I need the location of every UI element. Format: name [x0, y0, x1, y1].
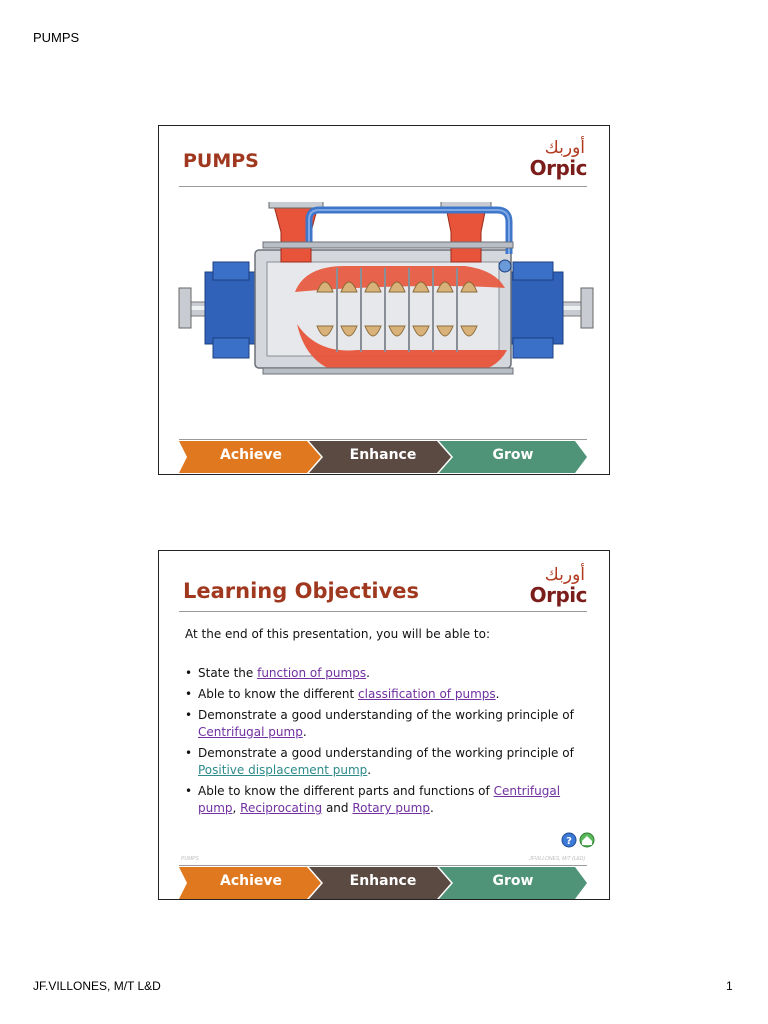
logo-arabic: أوربك: [544, 565, 585, 585]
objectives-list: State the function of pumps. Able to kno…: [181, 665, 581, 821]
arrow-divider: [179, 439, 587, 440]
logo-arabic: أوربك: [544, 138, 585, 158]
page-number: 1: [726, 979, 733, 993]
title-divider: [179, 186, 587, 187]
slide-pumps: PUMPS أوربك Orpic: [158, 125, 610, 475]
list-item: Able to know the different parts and fun…: [181, 783, 581, 817]
orpic-logo: أوربك Orpic: [527, 565, 589, 609]
slide-learning-objectives: Learning Objectives أوربك Orpic At the e…: [158, 550, 610, 900]
arrow-label-enhance: Enhance: [349, 447, 417, 463]
objective-text: Demonstrate a good understanding of the …: [198, 746, 574, 760]
svg-text:?: ?: [566, 836, 572, 847]
multistage-pump-illustration: [178, 202, 594, 375]
objective-text: Able to know the different: [198, 687, 359, 701]
objective-text: ,: [232, 801, 241, 815]
slide-footer-left: PUMPS: [181, 856, 199, 862]
chevron-arrows: [179, 441, 587, 473]
list-item: Demonstrate a good understanding of the …: [181, 707, 581, 741]
objective-text: .: [495, 687, 500, 701]
chevron-arrows: [179, 867, 587, 899]
link-function-of-pumps[interactable]: function of pumps: [257, 666, 367, 680]
page-header: PUMPS: [33, 30, 80, 45]
title-divider: [179, 611, 587, 612]
objective-text: .: [367, 763, 372, 777]
link-rotary-pump[interactable]: Rotary pump: [352, 801, 430, 815]
link-centrifugal-pump-parts[interactable]: Centrifugal pump: [198, 784, 561, 815]
arrow-label-grow: Grow: [492, 873, 534, 889]
help-icon[interactable]: ?: [561, 832, 577, 848]
link-centrifugal-pump[interactable]: Centrifugal pump: [198, 725, 303, 739]
arrow-label-enhance: Enhance: [349, 873, 417, 889]
slide-footer-right: JFVILLONES, M/T (L&D): [529, 856, 585, 862]
list-item: State the function of pumps.: [181, 665, 581, 682]
slide-title: Learning Objectives: [183, 579, 420, 603]
slide-title: PUMPS: [183, 150, 259, 172]
orpic-logo: أوربك Orpic: [527, 138, 589, 182]
list-item: Demonstrate a good understanding of the …: [181, 745, 581, 779]
objective-text: and: [322, 801, 353, 815]
link-classification-of-pumps[interactable]: classification of pumps: [358, 687, 496, 701]
page-footer-author: JF.VILLONES, M/T L&D: [33, 979, 161, 993]
home-icon[interactable]: [579, 832, 595, 848]
logo-latin: Orpic: [529, 156, 588, 180]
nav-icons: ?: [561, 831, 597, 849]
arrow-label-achieve: Achieve: [219, 873, 282, 889]
arrow-label-grow: Grow: [492, 447, 534, 463]
arrow-divider: [179, 865, 587, 866]
intro-text: At the end of this presentation, you wil…: [185, 627, 491, 641]
logo-latin: Orpic: [529, 583, 588, 607]
arrow-label-achieve: Achieve: [219, 447, 282, 463]
objective-text: .: [302, 725, 307, 739]
list-item: Able to know the different classificatio…: [181, 686, 581, 703]
achieve-enhance-grow-banner: Achieve Enhance Grow: [179, 867, 587, 899]
objective-text: Able to know the different parts and fun…: [198, 784, 494, 798]
achieve-enhance-grow-banner: Achieve Enhance Grow: [179, 441, 587, 473]
objective-text: Demonstrate a good understanding of the …: [198, 708, 574, 722]
link-positive-displacement-pump[interactable]: Positive displacement pump: [198, 763, 368, 777]
link-reciprocating[interactable]: Reciprocating: [240, 801, 323, 815]
objective-text: .: [429, 801, 434, 815]
objective-text: State the: [198, 666, 258, 680]
objective-text: .: [366, 666, 370, 680]
